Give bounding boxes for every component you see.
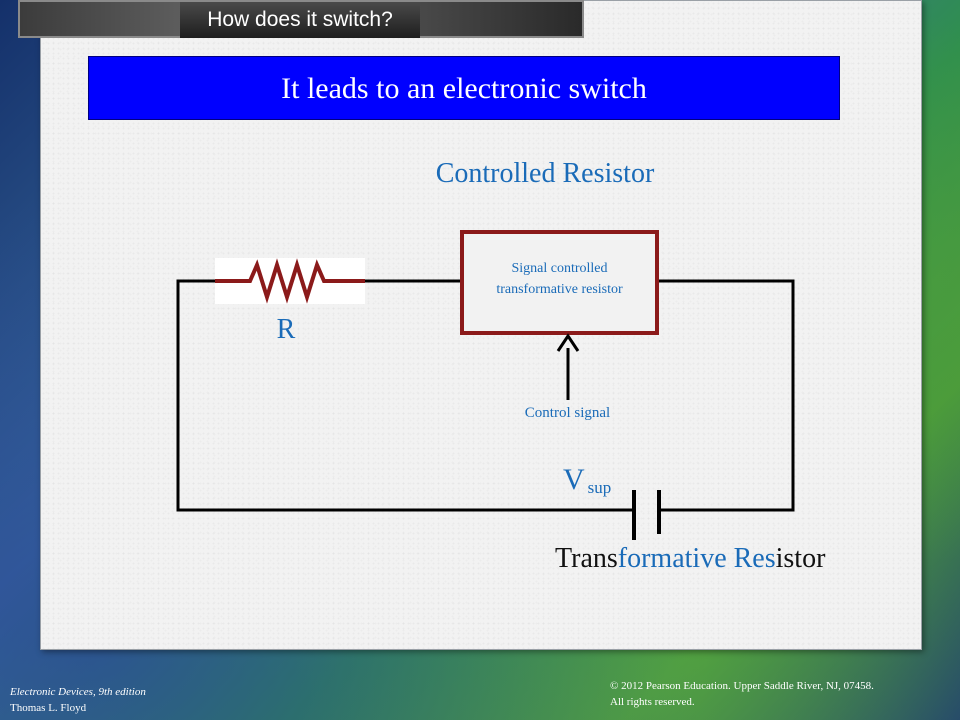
footer-copyright: © 2012 Pearson Education. Upper Saddle R… [610, 678, 874, 710]
controlled-resistor-label: Signal controlled transformative resisto… [462, 258, 657, 300]
caption-part-istor: istor [775, 543, 826, 574]
left-wire [176, 279, 634, 512]
diagram-subheading: Controlled Resistor [435, 158, 655, 189]
controlled-resistor-box [460, 230, 659, 335]
caption-space [727, 543, 734, 574]
right-wire [657, 279, 795, 512]
supply-subscript: sup [587, 478, 612, 497]
resistor-label: R [276, 314, 296, 345]
resistor-symbol [215, 258, 365, 304]
control-signal-label: Control signal [524, 405, 611, 421]
caption-part-trans: Trans [555, 543, 618, 574]
caption-part-res: Res [733, 543, 776, 574]
box-text-line2: transformative resistor [496, 282, 623, 297]
bottom-caption: Transformative Resistor [555, 543, 825, 575]
copyright-line2: All rights reserved. [610, 696, 695, 708]
copyright-line1: © 2012 Pearson Education. Upper Saddle R… [610, 680, 874, 692]
footer-book-info: Electronic Devices, 9th edition Thomas L… [10, 684, 146, 716]
box-text-line1: Signal controlled [511, 261, 608, 276]
slide-title: It leads to an electronic switch [88, 56, 840, 120]
supply-symbol: V [563, 463, 585, 496]
caption-part-formative: formative [617, 543, 727, 574]
control-arrow-head [556, 333, 580, 352]
header-tab: How does it switch? [18, 0, 584, 38]
footer-edition: Electronic Devices, 9th edition [10, 686, 146, 698]
footer-author: Thomas L. Floyd [10, 702, 87, 714]
header-tab-title: How does it switch? [180, 2, 420, 38]
